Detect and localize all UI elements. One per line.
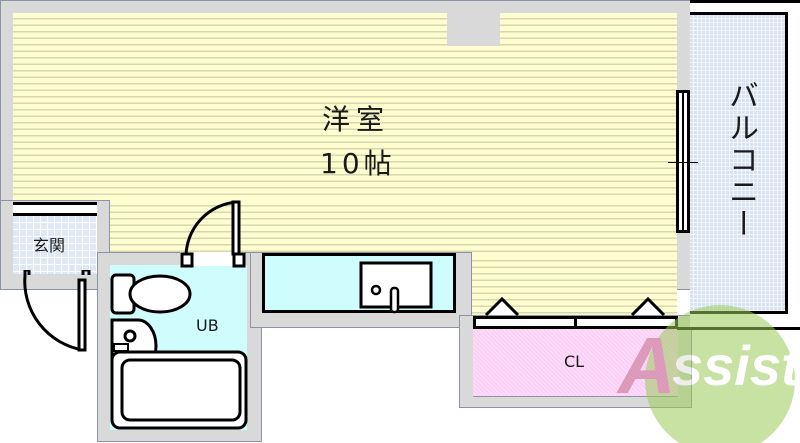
entrance-top-bar (13, 202, 97, 216)
room-label-western: 洋室 (322, 103, 391, 136)
closet-door-handle-right-icon (630, 296, 666, 316)
entrance-door-icon (23, 270, 91, 352)
entrance-floor (13, 216, 97, 274)
toilet-icon (110, 273, 192, 315)
western-room-lower-right (455, 255, 677, 317)
svg-text:A: A (616, 321, 676, 410)
western-room-lower (110, 200, 677, 260)
closet-door-divider (574, 316, 577, 329)
room-label-ub: UB (196, 316, 219, 335)
closet-door-handle-left-icon (484, 296, 520, 316)
balcony-top-rail (690, 0, 800, 3)
western-room-main (13, 13, 677, 203)
room-size-western: 10帖 (320, 147, 396, 180)
room-label-entrance: 玄関 (33, 236, 66, 255)
kitchen-sink-icon (359, 261, 433, 314)
svg-text:ssist: ssist (672, 334, 800, 397)
assist-watermark-logo: A ssist (616, 305, 800, 443)
window-marker (668, 162, 698, 163)
closet-floor (473, 328, 678, 397)
bathtub-icon (110, 350, 248, 430)
bath-door-icon (180, 200, 246, 268)
room-label-closet: CL (564, 352, 585, 371)
pillar-block (447, 13, 500, 46)
balcony-floor (690, 12, 788, 314)
room-label-balcony: バルコニー (723, 80, 758, 240)
bath-door-gap (180, 252, 245, 266)
